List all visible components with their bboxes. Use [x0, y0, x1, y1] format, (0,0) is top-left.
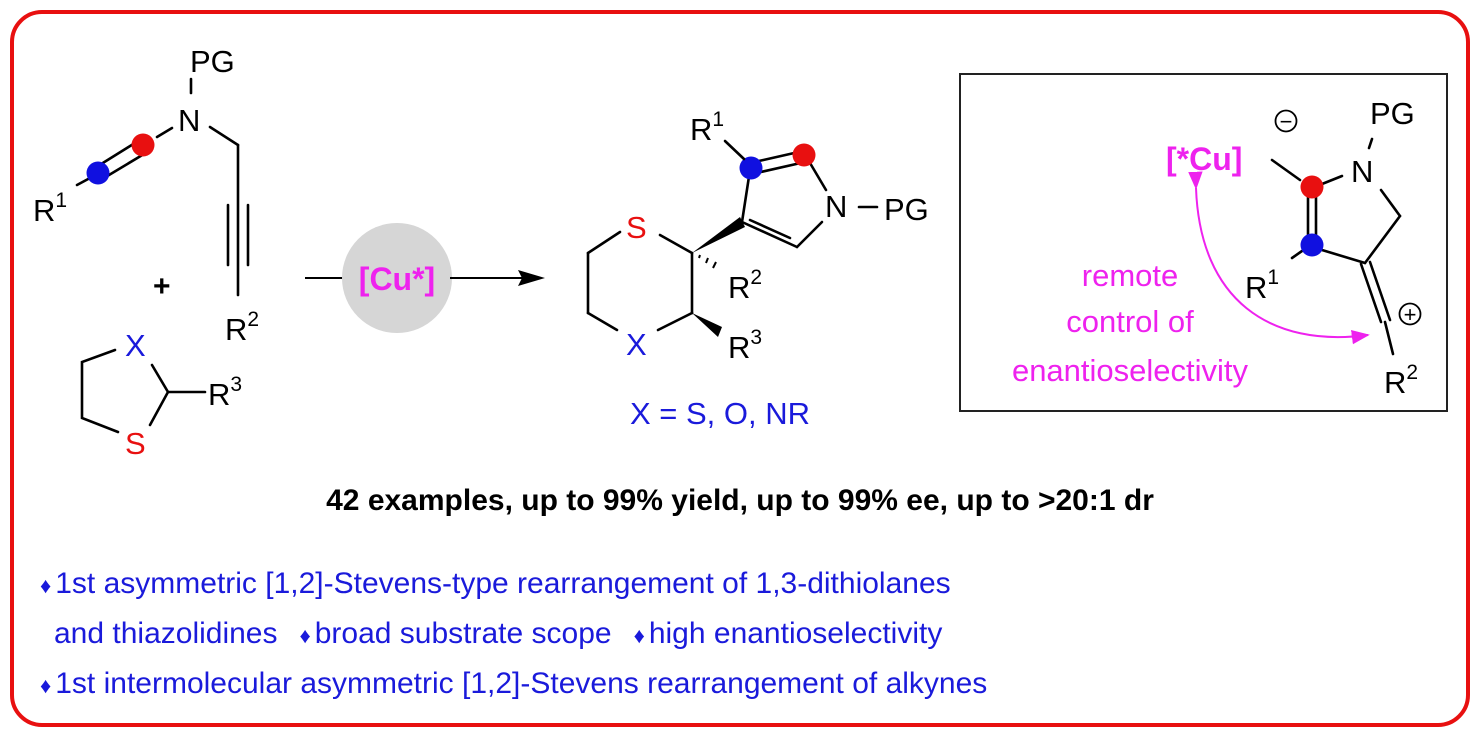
product-r3-label: R3 — [728, 326, 762, 365]
plus-sign: + — [153, 270, 171, 303]
ynamide-reactant: PG N R1 R2 — [33, 44, 259, 347]
intermediate-n-label: N — [1351, 154, 1373, 189]
red-atom-dot — [131, 133, 155, 157]
catalyst-label: [Cu*] — [359, 261, 435, 297]
s-label: S — [125, 426, 146, 461]
catalyst-circle — [342, 223, 452, 333]
r3-label: R3 — [208, 373, 242, 412]
highlight-line-1: ♦1st asymmetric [1,2]-Stevens-type rearr… — [40, 567, 951, 600]
blue-atom-dot — [1300, 233, 1324, 257]
highlight-line-2: and thiazolidines♦broad substrate scope♦… — [54, 617, 942, 650]
heterocycle-reactant: X S R3 — [80, 328, 242, 461]
intermediate-r2-label: R2 — [1384, 361, 1418, 400]
product-s-label: S — [626, 210, 647, 245]
intermediate-box: [*Cu] − N PG R1 + R2 remote control of e… — [959, 73, 1448, 412]
product-r2-label: R2 — [728, 266, 762, 305]
intermediate-pg-label: PG — [1370, 96, 1415, 131]
product-x-label: X — [626, 327, 647, 362]
x-label: X — [125, 328, 146, 363]
summary-text: 42 examples, up to 99% yield, up to 99% … — [326, 484, 1154, 517]
red-atom-dot — [792, 143, 816, 167]
blue-atom-dot — [86, 161, 110, 185]
note-line-1: remote — [1082, 258, 1178, 293]
note-line-2: control of — [1066, 304, 1194, 339]
red-atom-dot — [1300, 175, 1324, 199]
product-r1-label: R1 — [690, 108, 724, 147]
product-pg-label: PG — [884, 192, 929, 227]
intermediate-r1-label: R1 — [1245, 266, 1279, 305]
n-label: N — [178, 103, 200, 138]
product-n-label: N — [825, 189, 847, 224]
highlight-line-3: ♦1st intermolecular asymmetric [1,2]-Ste… — [40, 667, 987, 700]
cu-label: [*Cu] — [1166, 141, 1242, 177]
remote-control-arrow — [1188, 171, 1370, 345]
highlights-list: ♦1st asymmetric [1,2]-Stevens-type rearr… — [40, 567, 987, 700]
pg-label: PG — [190, 44, 235, 79]
red-frame — [10, 10, 1470, 727]
blue-atom-dot — [739, 156, 763, 180]
r1-label: R1 — [33, 189, 67, 228]
negative-charge: − — [1280, 109, 1293, 134]
product-structure: S X R2 R3 N PG R1 X = S, O, NR — [586, 108, 929, 431]
positive-charge: + — [1404, 302, 1417, 327]
reaction-arrow: [Cu*] — [305, 223, 545, 333]
r2-label: R2 — [225, 308, 259, 347]
x-definition: X = S, O, NR — [630, 396, 810, 431]
note-line-3: enantioselectivity — [1012, 353, 1249, 388]
